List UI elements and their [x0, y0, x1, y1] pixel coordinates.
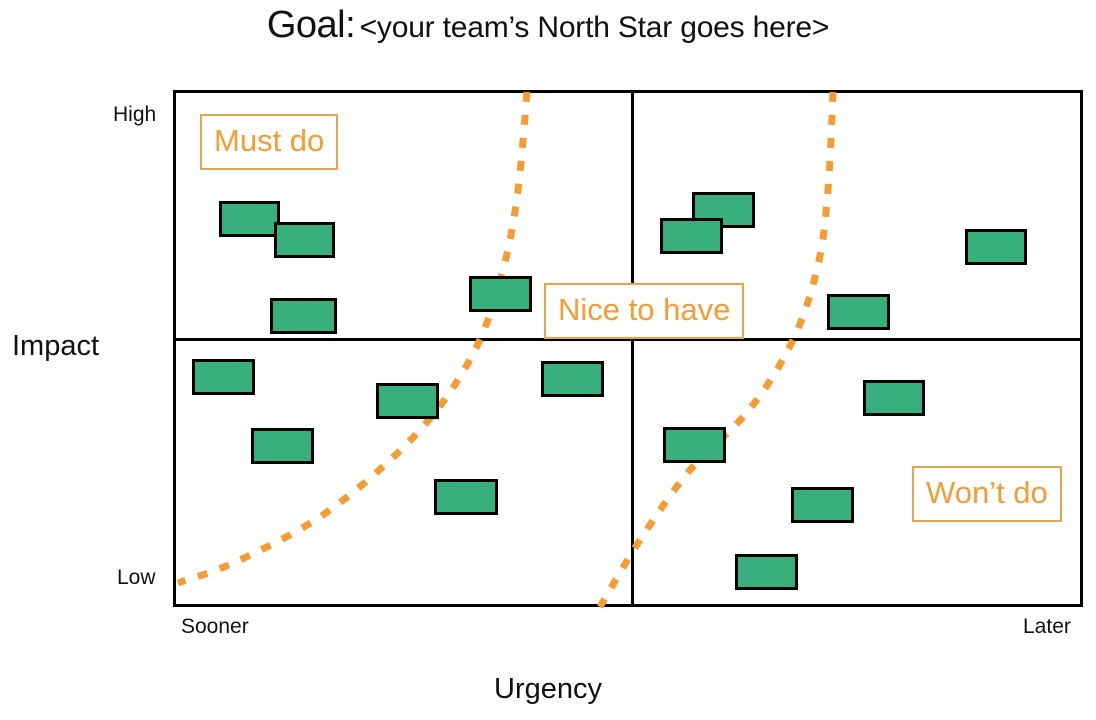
- item-card[interactable]: [192, 359, 255, 395]
- title-lead: Goal:: [266, 4, 356, 46]
- item-card[interactable]: [791, 487, 854, 523]
- item-card[interactable]: [219, 201, 280, 237]
- item-card[interactable]: [270, 298, 337, 334]
- item-card[interactable]: [251, 428, 314, 464]
- item-card[interactable]: [469, 276, 532, 312]
- item-card[interactable]: [663, 427, 726, 463]
- item-card[interactable]: [376, 383, 439, 419]
- x-axis-tick-later: Later: [1023, 615, 1071, 638]
- item-card[interactable]: [735, 554, 798, 590]
- page-title: Goal: <your team’s North Star goes here>: [0, 6, 1096, 44]
- y-axis-tick-low: Low: [117, 566, 156, 589]
- item-card[interactable]: [541, 361, 604, 397]
- item-card[interactable]: [827, 294, 890, 330]
- quadrant-label-nice-to-have[interactable]: Nice to have: [544, 283, 745, 339]
- quadrant-label-wont-do[interactable]: Won’t do: [912, 466, 1062, 522]
- y-axis-tick-high: High: [113, 103, 157, 126]
- y-axis-label: Impact: [12, 330, 100, 362]
- item-card[interactable]: [965, 229, 1027, 265]
- quadrant-divider-vertical: [631, 93, 634, 604]
- item-card[interactable]: [863, 380, 925, 416]
- item-card[interactable]: [274, 222, 335, 258]
- title-placeholder-text: <your team’s North Star goes here>: [359, 11, 830, 44]
- item-card[interactable]: [434, 479, 498, 515]
- x-axis-label: Urgency: [494, 673, 602, 705]
- item-card[interactable]: [660, 218, 723, 254]
- x-axis-tick-sooner: Sooner: [181, 615, 249, 638]
- quadrant-label-must-do[interactable]: Must do: [200, 114, 339, 170]
